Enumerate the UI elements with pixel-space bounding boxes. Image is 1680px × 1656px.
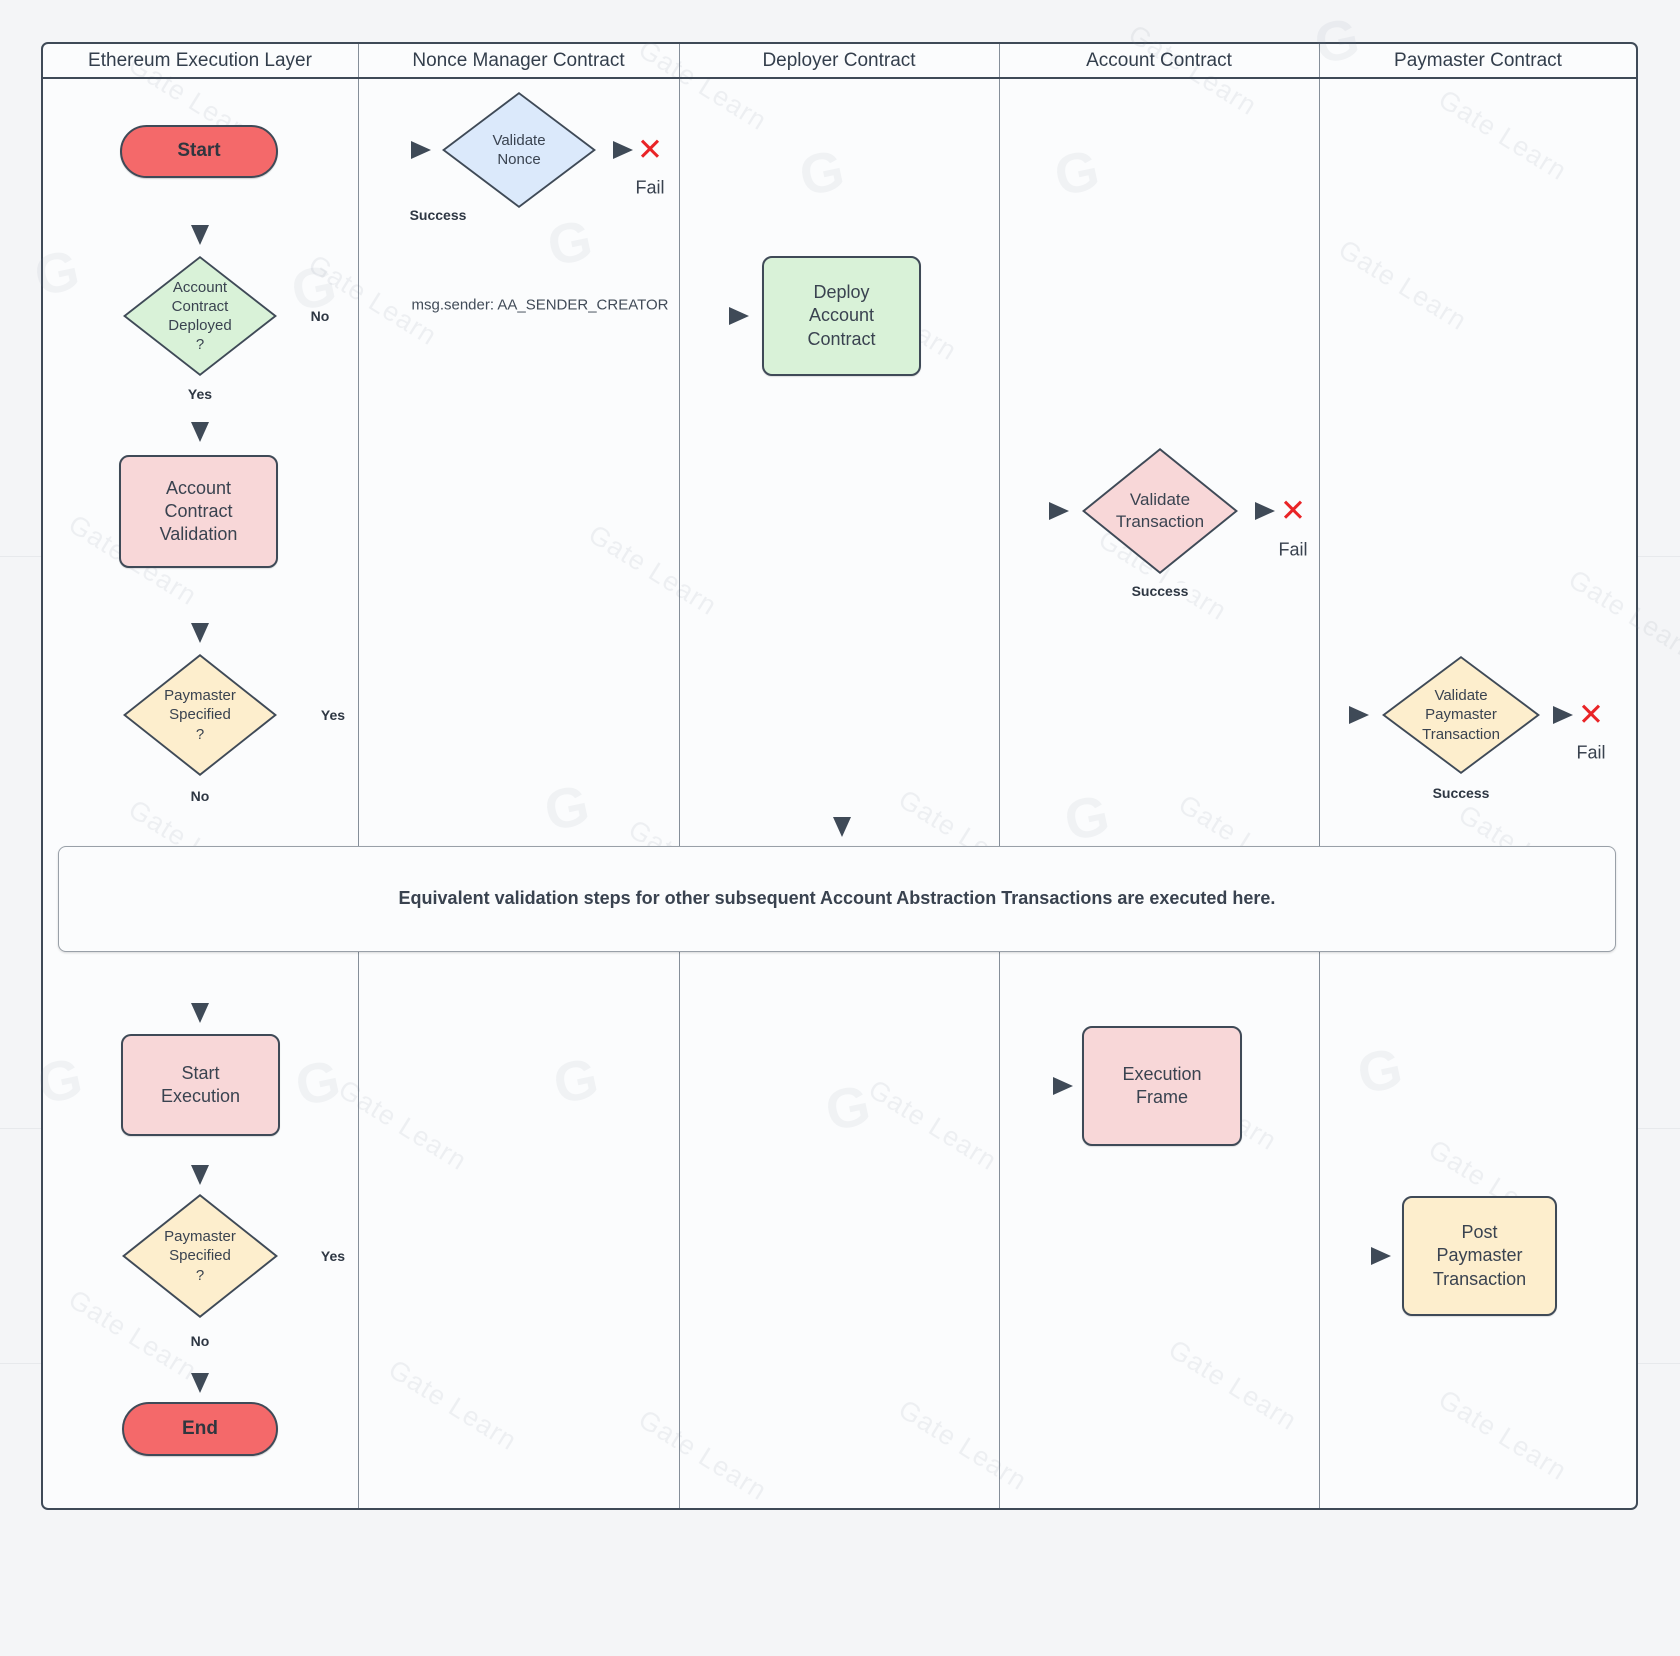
- lane-header-paymaster-contract: Paymaster Contract: [1394, 50, 1562, 71]
- account-contract-validation-node: Account Contract Validation: [119, 455, 278, 568]
- validate-paymaster-decision: Validate Paymaster Transaction: [1382, 656, 1540, 774]
- equivalent-validation-note: Equivalent validation steps for other su…: [58, 846, 1616, 952]
- success-label: Success: [405, 207, 471, 223]
- diamond-shape-icon: [122, 1194, 278, 1318]
- fail-label: Fail: [1576, 742, 1606, 763]
- validate-nonce-decision: Validate Nonce: [442, 92, 596, 208]
- validate-nonce-label: Validate Nonce: [492, 131, 546, 168]
- yes-label: Yes: [183, 386, 217, 402]
- paymaster-specified-decision-2: Paymaster Specified ?: [122, 1194, 278, 1318]
- lane-divider: [679, 44, 680, 1508]
- yes-label: Yes: [316, 1248, 350, 1264]
- no-label: No: [186, 788, 214, 804]
- lane-divider: [358, 44, 359, 1508]
- edge-validate-tx-success: [191, 623, 209, 643]
- diamond-shape-icon: [123, 256, 277, 376]
- fail-x-icon: ✕: [1280, 493, 1306, 528]
- fail-x-icon: ✕: [1578, 697, 1604, 732]
- lane-header-nonce-manager-contract: Nonce Manager Contract: [412, 50, 625, 71]
- lane-header-account-contract: Account Contract: [1086, 50, 1232, 71]
- validate-paymaster-label: Validate Paymaster Transaction: [1422, 687, 1500, 743]
- edge-post-paymaster-to-end: [202, 1316, 1479, 1390]
- diamond-shape-icon: [123, 654, 277, 776]
- edge-frame-to-paymaster2: [191, 1165, 209, 1185]
- paymaster-specified-label: Paymaster Specified ?: [164, 687, 236, 743]
- start-node: Start: [120, 125, 278, 178]
- lane-header-ethereum-execution-layer: Ethereum Execution Layer: [88, 50, 312, 71]
- end-node: End: [122, 1402, 278, 1456]
- start-execution-node: Start Execution: [121, 1034, 280, 1136]
- execution-frame-node: Execution Frame: [1082, 1026, 1242, 1146]
- success-label: Success: [1127, 583, 1193, 599]
- fail-label: Fail: [635, 177, 665, 198]
- post-paymaster-transaction-node: Post Paymaster Transaction: [1402, 1196, 1557, 1316]
- lane-header-deployer-contract: Deployer Contract: [762, 50, 916, 71]
- edge-paymaster-success-merge: [842, 774, 1461, 818]
- no-label: No: [306, 308, 334, 324]
- edge-note-to-start-execution: [191, 1003, 209, 1023]
- success-label: Success: [1428, 785, 1494, 801]
- header-divider: [42, 77, 1637, 79]
- fail-label: Fail: [1278, 539, 1308, 560]
- diamond-shape-icon: [442, 92, 596, 208]
- lane-divider: [999, 44, 1000, 1508]
- validate-transaction-label: Validate Transaction: [1115, 490, 1205, 531]
- yes-label: Yes: [316, 707, 350, 723]
- edge-nonce-success: [191, 225, 209, 245]
- account-deployed-label: Account Contract Deployed ?: [168, 278, 232, 354]
- account-deployed-decision: Account Contract Deployed ?: [123, 256, 277, 376]
- paymaster-specified-2-label: Paymaster Specified ?: [164, 1228, 236, 1284]
- diamond-shape-icon: [1382, 656, 1540, 774]
- paymaster-specified-decision: Paymaster Specified ?: [123, 654, 277, 776]
- deploy-account-contract-node: Deploy Account Contract: [762, 256, 921, 376]
- msg-sender-label: msg.sender: AA_SENDER_CREATOR: [408, 296, 672, 314]
- no-label: No: [186, 1333, 214, 1349]
- validate-transaction-decision: Validate Transaction: [1082, 448, 1238, 574]
- lane-divider: [1319, 44, 1320, 1508]
- edge-paymaster-no-merge: [200, 776, 842, 818]
- diamond-shape-icon: [1082, 448, 1238, 574]
- edge-deploy-to-validation: [203, 376, 842, 448]
- fail-x-icon: ✕: [637, 132, 663, 167]
